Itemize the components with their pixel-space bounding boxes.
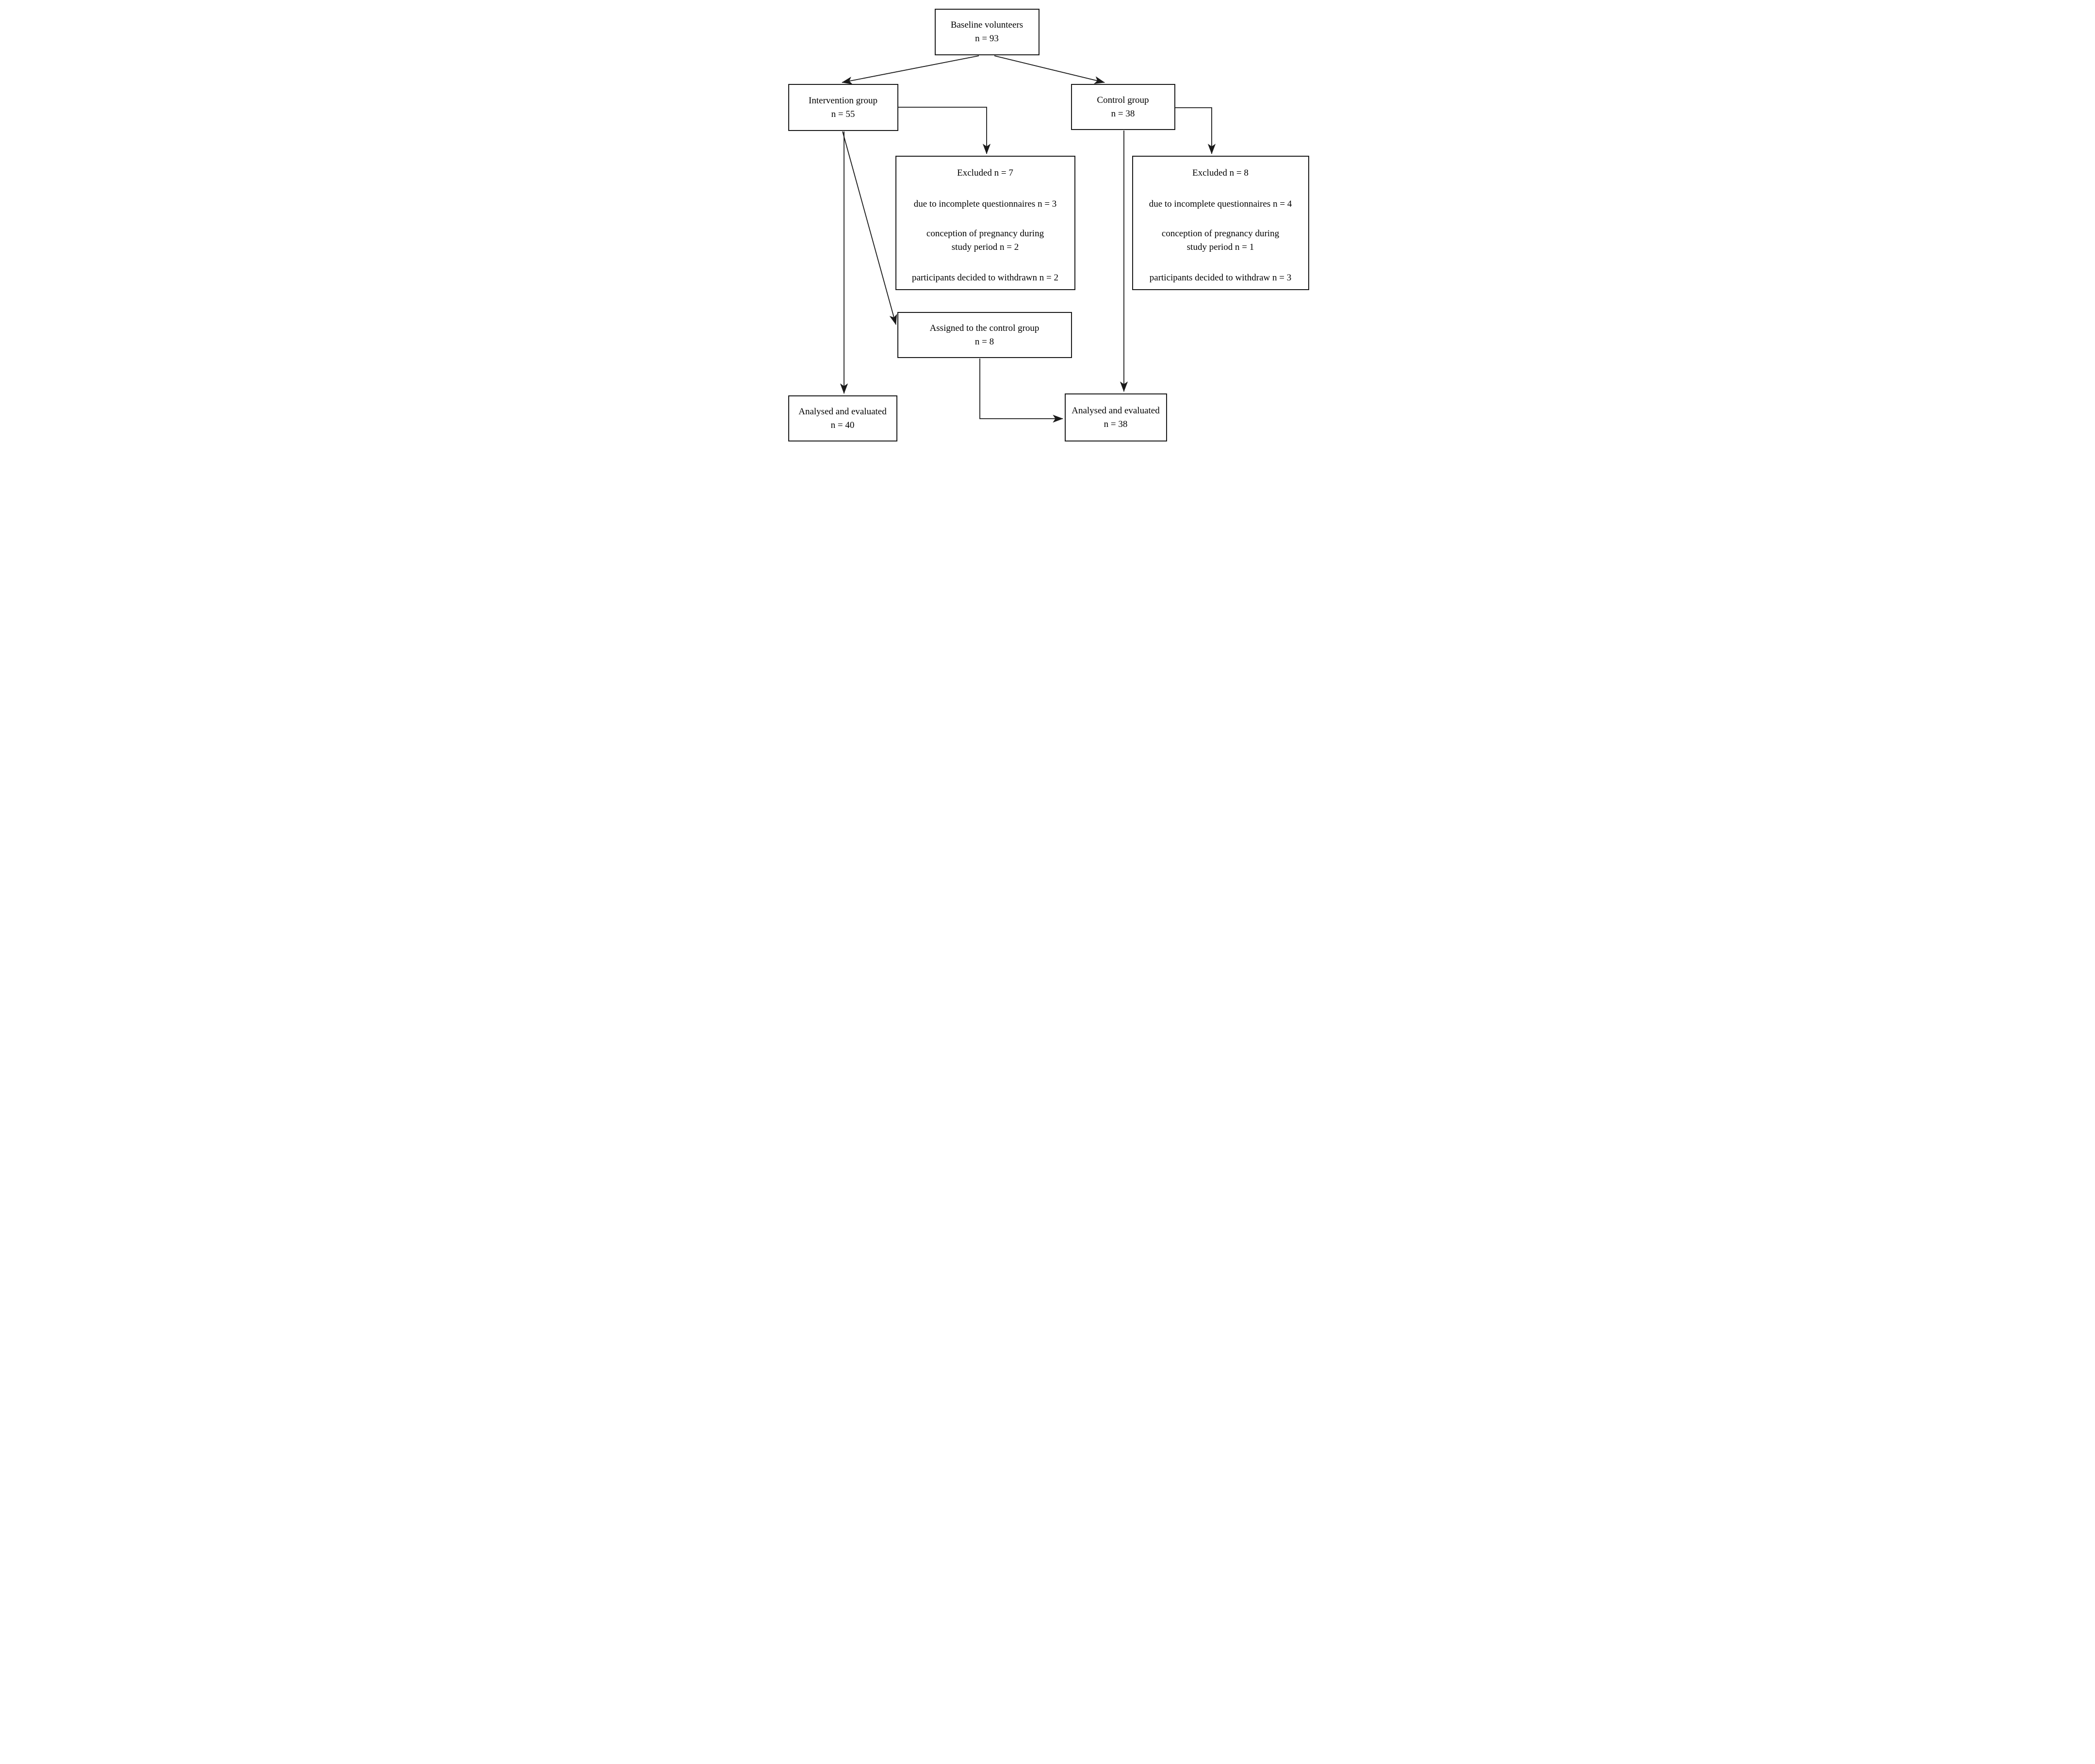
box-baseline-volunteers: Baseline volunteers n = 93	[934, 9, 1039, 55]
excluded-control-title: Excluded n = 8	[1192, 168, 1249, 178]
excluded-control-reason-questionnaires: due to incomplete questionnaires n = 4	[1149, 198, 1292, 209]
excluded-control-reason-pregnancy-line2: study period n = 1	[1186, 242, 1254, 252]
box-intervention-group: Intervention group n = 55	[788, 84, 898, 131]
excluded-intervention-reason-pregnancy-line1: conception of pregnancy during	[926, 229, 1044, 239]
baseline-label: Baseline volunteers	[950, 20, 1023, 31]
control-count: n = 38	[1111, 108, 1135, 119]
analysed-intervention-label: Analysed and evaluated	[798, 406, 887, 417]
arrow-baseline-to-control	[994, 55, 1105, 84]
box-excluded-intervention: Excluded n = 7 due to incomplete questio…	[895, 156, 1075, 290]
control-label: Control group	[1097, 95, 1149, 105]
arrow-intervention-to-assigned	[842, 131, 897, 325]
analysed-control-count: n = 38	[1104, 419, 1128, 429]
excluded-intervention-reason-questionnaires: due to incomplete questionnaires n = 3	[913, 198, 1057, 209]
excluded-intervention-title: Excluded n = 7	[957, 168, 1013, 178]
box-control-group: Control group n = 38	[1071, 84, 1175, 130]
connector-layer	[840, 55, 1216, 423]
box-assigned-to-control: Assigned to the control group n = 8	[897, 312, 1072, 358]
assigned-label: Assigned to the control group	[929, 323, 1039, 333]
excluded-intervention-reason-withdrawn: participants decided to withdrawn n = 2	[912, 273, 1058, 283]
participant-flow-diagram: Baseline volunteers n = 93 Intervention …	[785, 5, 1310, 446]
analysed-intervention-count: n = 40	[830, 420, 855, 430]
arrow-control-to-excluded	[1175, 107, 1216, 154]
excluded-intervention-reason-pregnancy-line2: study period n = 2	[951, 242, 1019, 252]
intervention-count: n = 55	[831, 109, 855, 119]
box-analysed-control: Analysed and evaluated n = 38	[1064, 393, 1167, 441]
excluded-control-reason-pregnancy-line1: conception of pregnancy during	[1161, 229, 1280, 239]
arrow-intervention-to-excluded	[898, 107, 991, 154]
analysed-control-label: Analysed and evaluated	[1072, 405, 1160, 416]
assigned-count: n = 8	[974, 336, 994, 347]
arrow-assigned-to-analysed-control	[979, 359, 1063, 423]
baseline-count: n = 93	[975, 33, 999, 44]
intervention-label: Intervention group	[809, 95, 877, 106]
excluded-control-reason-withdraw: participants decided to withdraw n = 3	[1149, 273, 1292, 283]
page: Baseline volunteers n = 93 Intervention …	[0, 0, 2095, 451]
arrow-baseline-to-intervention	[841, 55, 979, 84]
box-excluded-control: Excluded n = 8 due to incomplete questio…	[1132, 156, 1309, 290]
box-analysed-intervention: Analysed and evaluated n = 40	[788, 395, 897, 441]
